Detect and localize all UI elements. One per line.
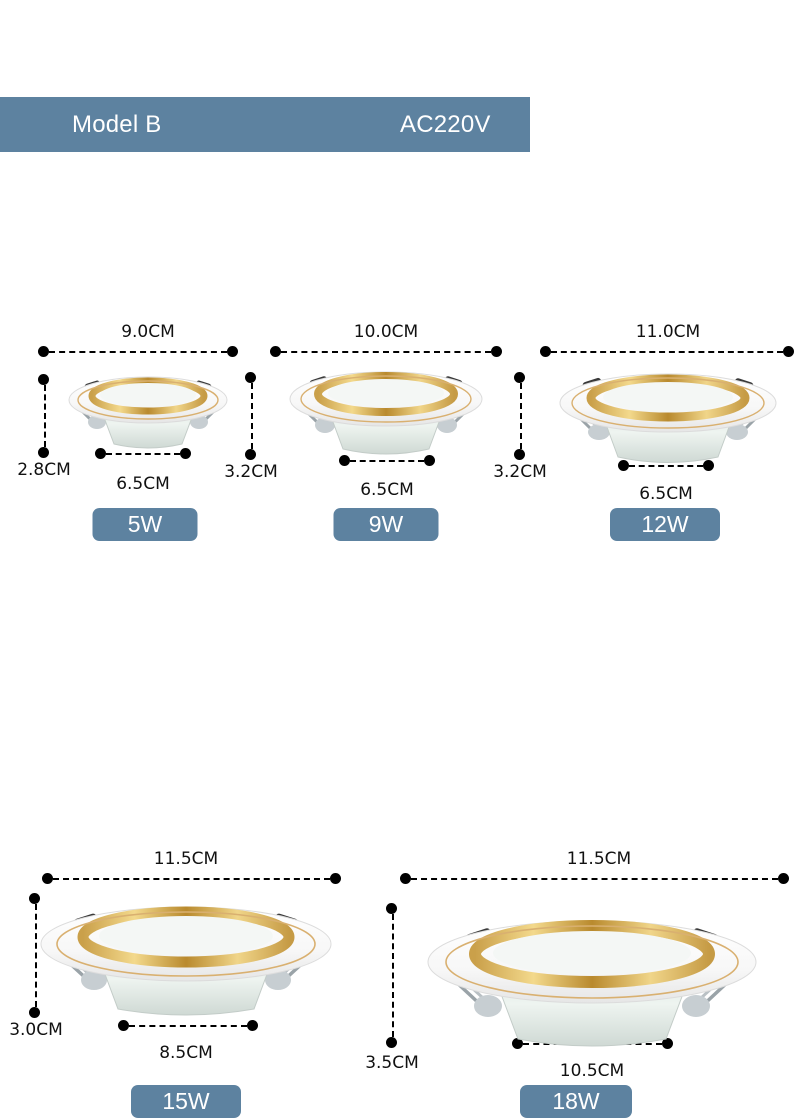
dim-line-height (519, 383, 522, 449)
dim-dot (38, 346, 49, 357)
dim-dot (95, 448, 106, 459)
dim-label-outer-diameter: 11.5CM (566, 849, 632, 869)
wattage-badge-label: 18W (552, 1088, 600, 1114)
dim-dot (386, 903, 397, 914)
dim-label-height: 3.2CM (224, 462, 278, 482)
dim-dot (180, 448, 191, 459)
dim-line-width (551, 351, 783, 353)
dim-dot (424, 455, 435, 466)
dim-dot (491, 346, 502, 357)
dim-line-width (49, 351, 227, 353)
wattage-badge-label: 15W (162, 1088, 210, 1114)
dim-dot (514, 372, 525, 383)
dim-dot (118, 1020, 129, 1031)
wattage-badge-12w: 12W (610, 508, 720, 541)
dim-dot (783, 346, 794, 357)
dim-label-height: 3.2CM (493, 462, 547, 482)
dim-dot (42, 873, 53, 884)
dim-label-outer-diameter: 10.0CM (353, 322, 419, 342)
wattage-badge-5w: 5W (92, 508, 198, 541)
dim-line-cutout (129, 1025, 247, 1027)
dim-dot (400, 873, 411, 884)
header-bar: Model B AC220V (0, 97, 530, 152)
dim-dot (245, 372, 256, 383)
dim-dot (618, 460, 629, 471)
wattage-badge-18w: 18W (520, 1085, 632, 1118)
voltage-label: AC220V (400, 110, 491, 138)
product-cell-18w: 11.5CM 3.5CM 10.5CM (365, 420, 800, 1118)
dim-dot (778, 873, 789, 884)
downlight-image-18w (422, 898, 762, 1053)
dim-dot (540, 346, 551, 357)
dim-line-width (281, 351, 491, 353)
downlight-image-15w (36, 886, 336, 1021)
dim-label-outer-diameter: 11.0CM (635, 322, 701, 342)
dim-line-height (391, 914, 394, 1037)
dim-line-width (411, 878, 778, 880)
wattage-badge-9w: 9W (333, 508, 439, 541)
dim-dot (38, 447, 49, 458)
dim-line-height (43, 385, 46, 447)
wattage-badge-label: 9W (368, 511, 404, 537)
dim-label-cutout: 6.5CM (639, 484, 693, 504)
model-title: Model B (72, 110, 162, 138)
dim-dot (386, 1037, 397, 1048)
product-cell-15w: 11.5CM 3.0CM 8.5CM (0, 420, 370, 1118)
dim-dot (247, 1020, 258, 1031)
product-spec-sheet: Model B AC220V 9.0CM 2.8CM 6.5CM (0, 97, 800, 1118)
dim-label-outer-diameter: 9.0CM (121, 322, 175, 342)
downlight-image-5w (65, 360, 231, 452)
dim-label-height: 3.0CM (9, 1020, 63, 1040)
product-cell-5w: 9.0CM 2.8CM 6.5CM (0, 160, 255, 541)
dim-dot (339, 455, 350, 466)
product-cell-12w: 11.0CM 3.2CM 6.5CM (493, 160, 800, 541)
dim-dot (514, 449, 525, 460)
downlight-image-9w (286, 355, 486, 459)
dim-dot (330, 873, 341, 884)
dim-line-width (53, 878, 330, 880)
product-cell-9w: 10.0CM 3.2CM 6.5CM (224, 160, 520, 541)
dim-line-cutout (629, 465, 703, 467)
dim-line-cutout (350, 460, 424, 462)
dim-label-cutout: 6.5CM (116, 474, 170, 494)
dim-label-cutout: 8.5CM (159, 1043, 213, 1063)
dim-label-cutout: 6.5CM (360, 480, 414, 500)
dim-label-height: 3.5CM (365, 1053, 419, 1073)
wattage-badge-15w: 15W (131, 1085, 241, 1118)
dim-dot (270, 346, 281, 357)
dim-dot (38, 374, 49, 385)
dim-dot (245, 449, 256, 460)
downlight-image-12w (556, 356, 780, 468)
dim-label-outer-diameter: 11.5CM (153, 849, 219, 869)
dim-line-cutout (106, 453, 180, 455)
dim-label-height: 2.8CM (17, 460, 71, 480)
wattage-badge-label: 12W (641, 511, 689, 537)
wattage-badge-label: 5W (127, 511, 163, 537)
dim-dot (703, 460, 714, 471)
dim-label-cutout: 10.5CM (559, 1061, 625, 1081)
dim-line-height (250, 383, 253, 449)
dim-dot (227, 346, 238, 357)
